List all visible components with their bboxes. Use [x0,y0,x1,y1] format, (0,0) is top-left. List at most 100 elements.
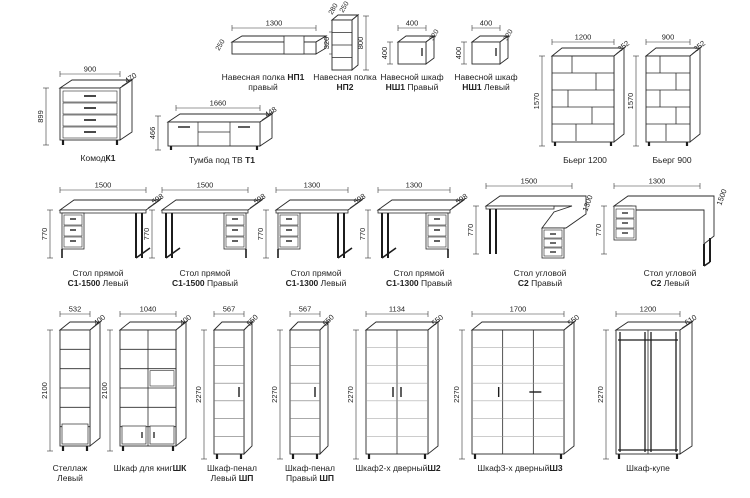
caption-name: Стол угловой [513,268,567,278]
dimension-line [681,319,695,329]
width-label: 1300 [406,181,423,190]
width-label: 567 [223,305,236,314]
dimension-line [177,319,189,329]
dimension-line [615,45,627,55]
caption-name: Стол прямой [290,268,342,278]
depth-label: 320 [503,28,515,42]
caption-name: Навесной шкаф [380,72,444,82]
caption-name: Шкаф-пенал [207,463,257,473]
height-label: 899 [36,110,45,123]
height-label: 770 [142,228,151,241]
width-label: 250 [339,0,351,14]
caption-name: Навесная полка [313,72,377,82]
width-label: 400 [480,19,493,28]
caption-name: Бьерг 900 [652,155,692,165]
caption-suffix: правый [248,82,278,92]
desk-top [376,199,466,211]
caption-name: Стеллаж [52,463,88,473]
top-panel [166,113,274,123]
width-label: 1134 [389,305,405,314]
front-panel [471,41,501,65]
caption-code: ШП [238,473,254,483]
caption-suffix: Правый [407,82,439,92]
top-panel [550,47,626,57]
metal-frame [165,213,173,258]
dimension-line [349,197,365,209]
desk-top [58,199,162,211]
caption-code: С2 [517,278,529,288]
width-label: 1500 [197,181,214,190]
hanging-box [283,35,305,55]
width-label: 567 [299,305,312,314]
dimension-line [261,111,275,121]
drawer-front [63,214,83,226]
side-panel [689,47,701,143]
side-panel [679,321,693,455]
height-label: 2270 [452,386,461,403]
desk-edge [161,209,249,214]
front-panel [397,41,427,65]
caption-code: Т1 [245,155,256,165]
front-panel [289,329,321,455]
width-label: 1300 [649,177,666,186]
caption-tumba-t1: Тумба под ТВ Т1 [189,155,255,165]
dimension-line [451,197,467,209]
height-label: 770 [40,228,49,241]
side-panel [243,320,253,456]
caption-suffix: Левый [484,82,510,92]
height-label: 1570 [532,93,541,110]
dimension-line [691,45,703,55]
caption-suffix: Левый [57,473,83,483]
width-label: 1200 [575,33,592,42]
metal-frame [135,213,143,258]
height-label: 320 [322,37,331,50]
drawer-front [279,236,299,248]
height-label: 2270 [596,386,605,403]
drawer-front [225,236,245,248]
caption-name: Шкаф для книг [113,463,173,473]
caption-shkaf-shk: Шкаф для книгШК [114,463,187,473]
caption-code: Ш3 [549,463,563,473]
depth-label: 1500 [715,188,729,207]
drawer-front [279,214,299,226]
caption-suffix: Правый [531,278,563,288]
front-panel [645,55,691,143]
front-panel [551,55,615,143]
height-label: 770 [256,228,265,241]
caption-shkaf-kupe: Шкаф-купе [626,463,670,473]
top-panel [364,321,440,331]
height-label: 400 [380,47,389,60]
dimension-line [245,319,255,329]
frame-foot [135,247,151,259]
caption-code: НП1 [287,72,305,82]
depth-label: 250 [215,38,227,52]
width-label: 1200 [640,305,657,314]
drawer-front [427,214,447,226]
caption-name: Комод [80,153,106,163]
width-label: 1660 [210,99,227,108]
desk-top [160,199,264,211]
desk-edge [275,209,349,214]
metal-frame [489,209,497,254]
caption-bjerg-900: Бьерг 900 [652,155,691,165]
caption-code: НП2 [336,82,354,92]
desk-edge [59,209,147,214]
height-label: 770 [466,224,475,237]
frame-foot [381,247,397,259]
